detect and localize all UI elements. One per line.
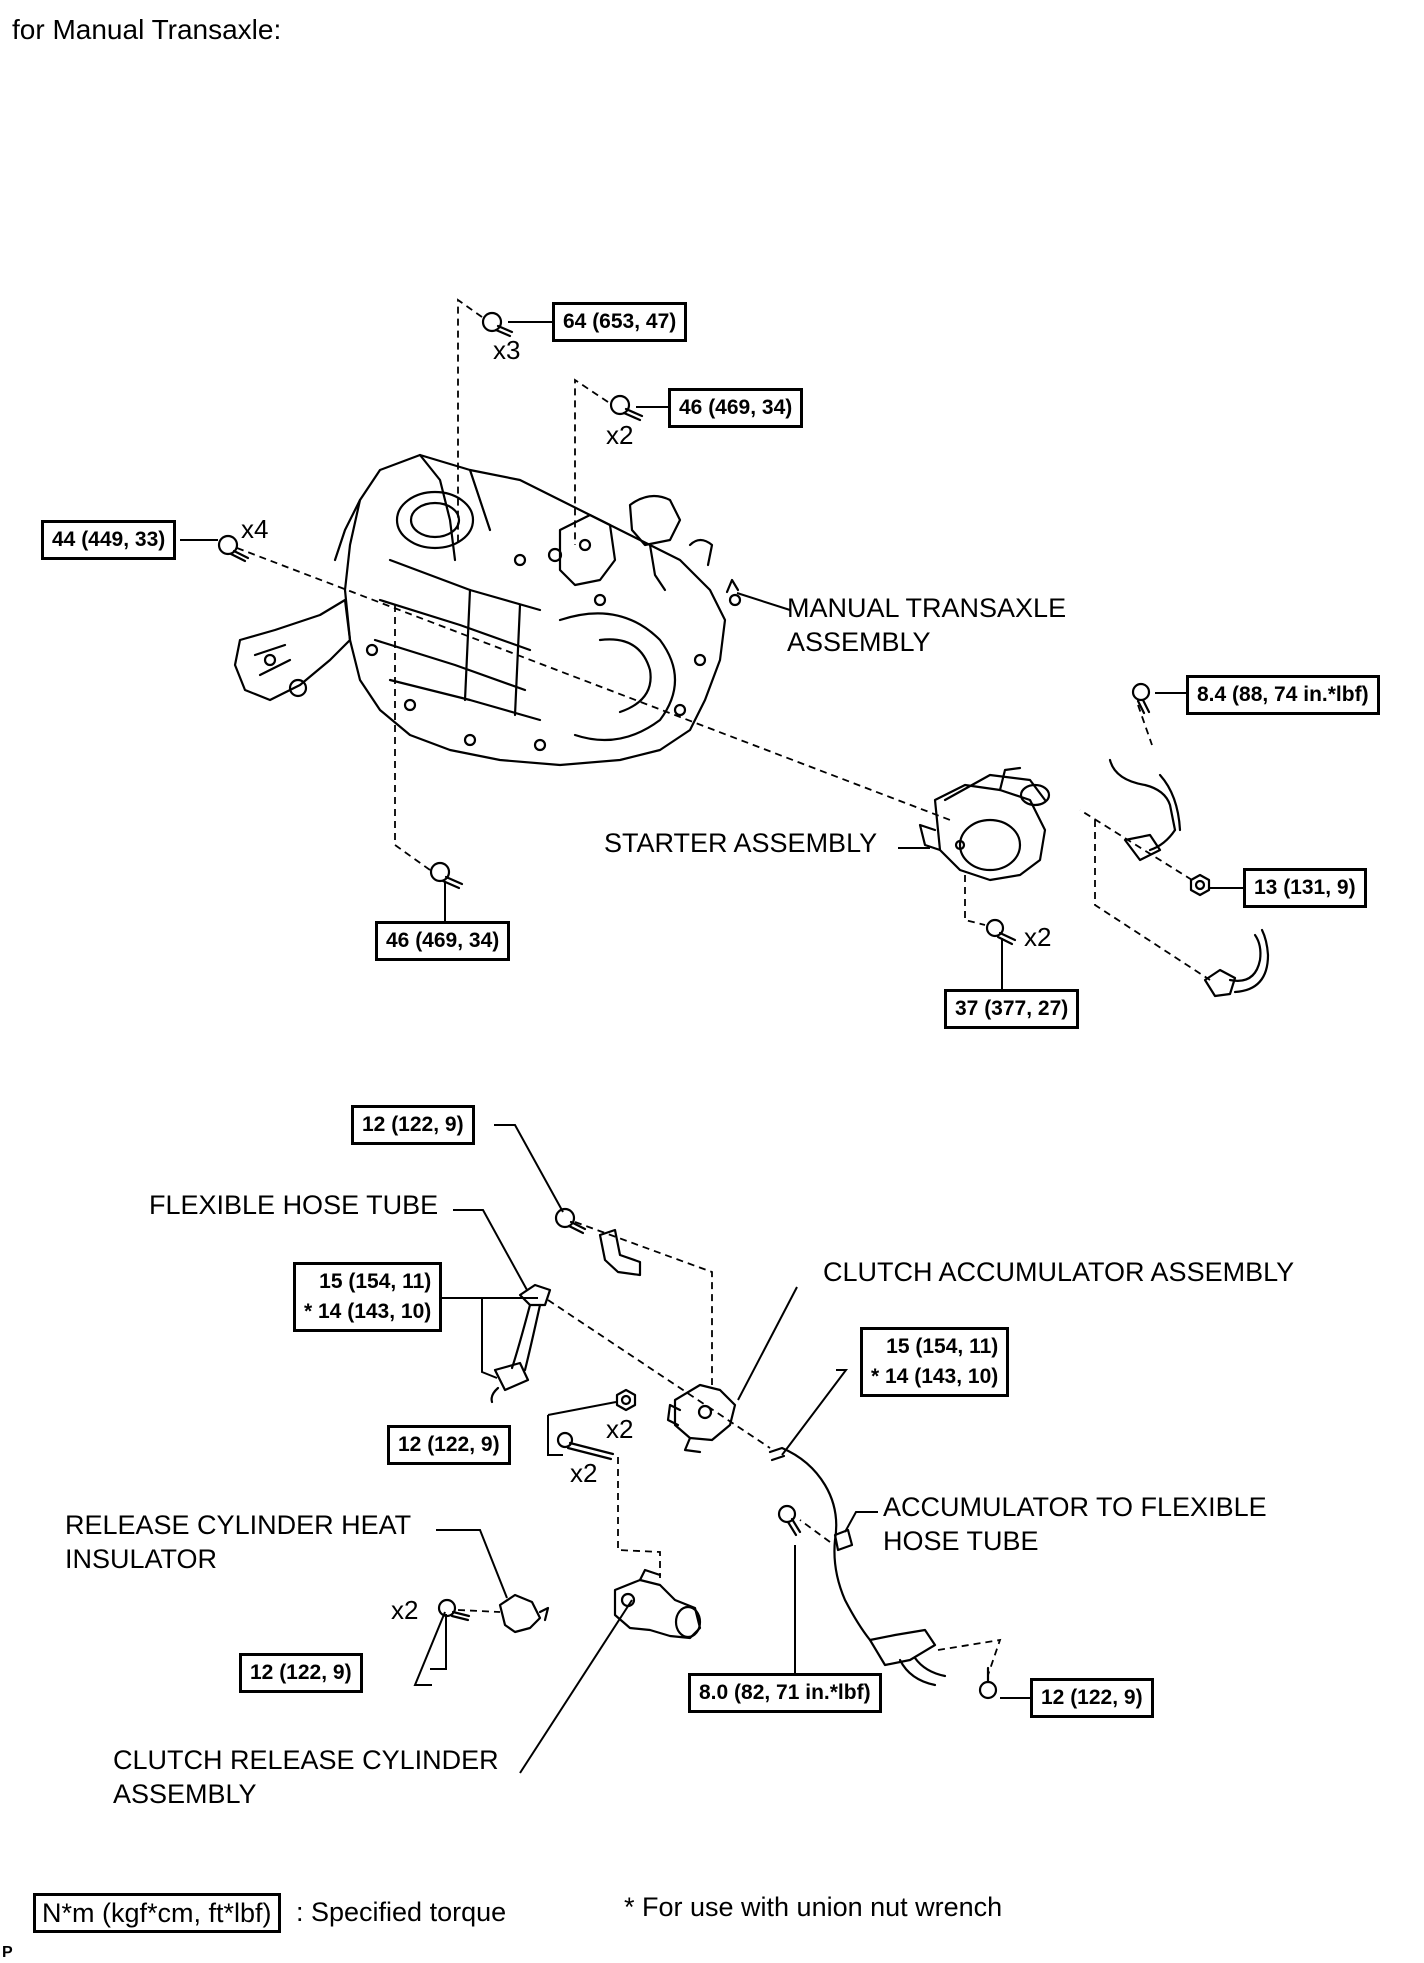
hydraulic-parts-drawing [490,1228,947,1687]
torque-value-union-wrench: * 14 (143, 10) [304,1300,432,1323]
starter-wire-drawing [1108,758,1270,998]
label-starter-assembly: STARTER ASSEMBLY [604,828,878,858]
torque-box-starter-nut: 13 (131, 9) [1243,868,1367,908]
qty-starter-bolt: x2 [1024,922,1052,952]
label-line: ACCUMULATOR TO FLEXIBLE [883,1492,1267,1522]
label-line: INSULATOR [65,1544,218,1574]
torque-value-std: 15 (154, 11) [319,1270,432,1293]
torque-box-accum-nut: 12 (122, 9) [387,1425,511,1465]
label-clutch-accumulator: CLUTCH ACCUMULATOR ASSEMBLY [823,1257,1295,1287]
label-accumulator-to-hose: ACCUMULATOR TO FLEXIBLE HOSE TUBE [883,1490,1267,1558]
qty-accum-stud: x2 [570,1458,598,1488]
page-title: for Manual Transaxle: [12,14,282,45]
torque-box-mid-bolt: 46 (469, 34) [668,388,804,428]
torque-box-bracket-bolt: 12 (122, 9) [351,1105,475,1145]
qty-accum-nut: x2 [606,1414,634,1444]
qty-mid-bolt: x2 [606,420,634,450]
label-line: HOSE TUBE [883,1526,1039,1556]
qty-insulator-bolt: x2 [391,1595,419,1625]
torque-value-std: 15 (154, 11) [886,1335,999,1358]
label-manual-transaxle: MANUAL TRANSAXLE ASSEMBLY [787,591,1066,659]
torque-box-starter-wire: 8.4 (88, 74 in.*lbf) [1186,675,1380,715]
figure-code: P [2,1944,13,1961]
torque-box-hose-right: 15 (154, 11) * 14 (143, 10) [860,1327,1010,1397]
label-release-cylinder: CLUTCH RELEASE CYLINDER ASSEMBLY [113,1743,499,1811]
legend-unit-description: : Specified torque [296,1897,507,1927]
qty-top-bolt: x3 [493,335,521,365]
qty-left-bolt: x4 [241,514,269,544]
legend-unit-box: N*m (kgf*cm, ft*lbf) [33,1893,281,1933]
torque-box-tube-bracket: 12 (122, 9) [1030,1678,1154,1718]
torque-box-starter-bolt: 37 (377, 27) [944,989,1080,1029]
torque-box-left-bolt: 44 (449, 33) [41,520,177,560]
torque-box-bottom-bolt: 46 (469, 34) [375,921,511,961]
label-line: ASSEMBLY [787,627,931,657]
torque-box-insulator-bolt: 12 (122, 9) [239,1653,363,1693]
label-flexible-hose-tube: FLEXIBLE HOSE TUBE [149,1190,439,1220]
label-line: RELEASE CYLINDER HEAT [65,1510,412,1540]
label-line: CLUTCH RELEASE CYLINDER [113,1745,499,1775]
label-line: ASSEMBLY [113,1779,257,1809]
label-heat-insulator: RELEASE CYLINDER HEAT INSULATOR [65,1508,411,1576]
label-line: MANUAL TRANSAXLE [787,593,1067,623]
torque-box-tube-clamp: 8.0 (82, 71 in.*lbf) [688,1673,882,1713]
manual-transaxle-drawing [233,453,742,767]
torque-box-top-bolt: 64 (653, 47) [552,302,688,342]
torque-value-union-wrench: * 14 (143, 10) [871,1365,999,1388]
starter-drawing [918,766,1051,882]
legend-note: * For use with union nut wrench [624,1892,1003,1922]
torque-box-hose-left: 15 (154, 11) * 14 (143, 10) [293,1262,443,1332]
